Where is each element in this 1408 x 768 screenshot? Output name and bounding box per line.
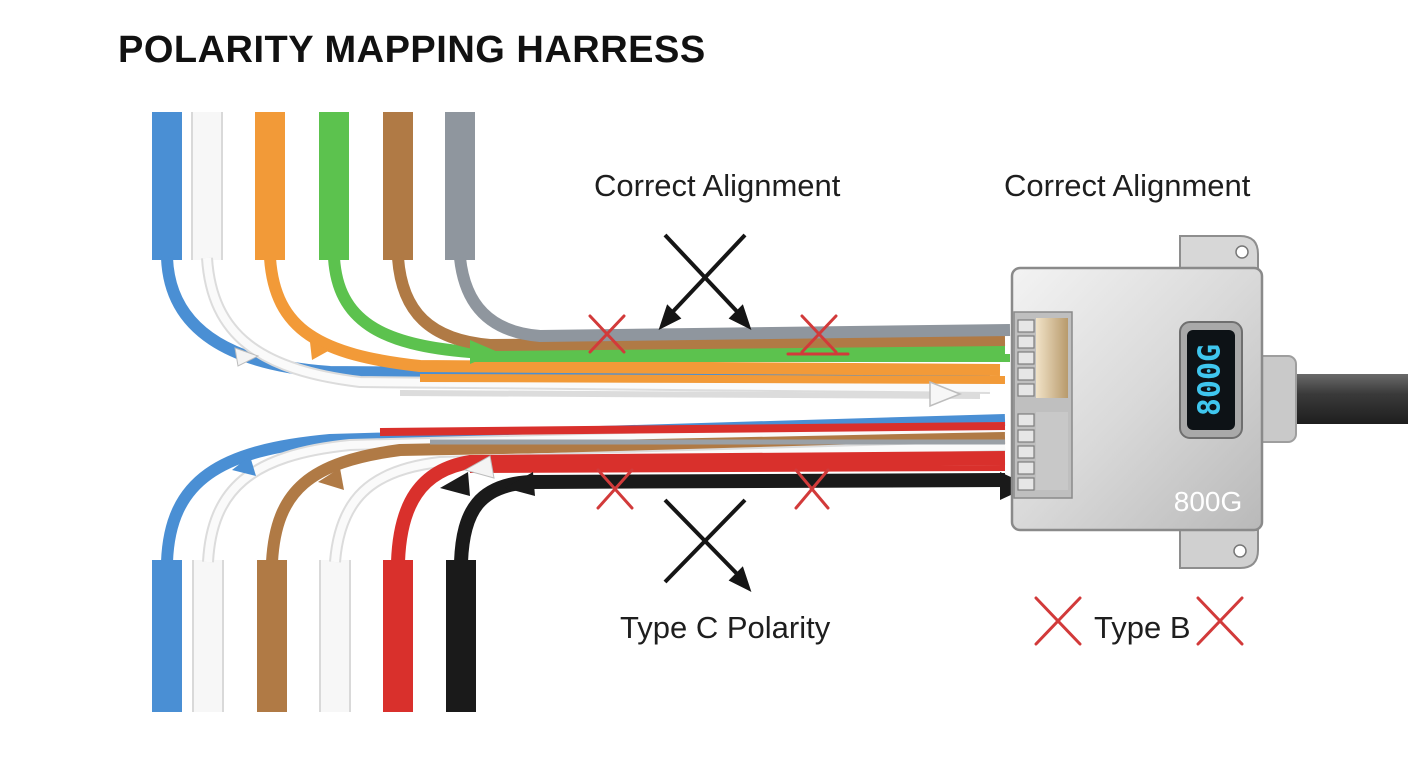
- red-x-mark-icon: [1196, 596, 1244, 646]
- label-type-c-polarity: Type C Polarity: [620, 610, 831, 645]
- x-cross-arrows-icon: [663, 498, 752, 592]
- label-correct-alignment-right: Correct Alignment: [1004, 168, 1251, 203]
- module-speed-label: 800G: [1174, 486, 1243, 517]
- red-x-mark-icon: [794, 468, 830, 510]
- module-display-text: 800G: [1193, 344, 1228, 416]
- bottom-cable-group: [152, 414, 1006, 712]
- red-x-mark-icon: [1034, 596, 1082, 646]
- label-correct-alignment-center: Correct Alignment: [594, 168, 841, 203]
- optical-module-icon: 800G 800G: [1010, 235, 1264, 569]
- page-title: POLARITY MAPPING HARRESS: [118, 29, 706, 71]
- cable-icon: [1247, 355, 1408, 443]
- red-x-mark-icon: [588, 314, 626, 354]
- label-type-b: Type B: [1094, 610, 1191, 645]
- flow-arrows: [232, 340, 1030, 500]
- x-cross-arrows-icon: [658, 233, 752, 330]
- red-x-mark-icon: [786, 314, 850, 356]
- red-x-mark-icon: [596, 468, 634, 510]
- top-cable-group: [152, 112, 1011, 399]
